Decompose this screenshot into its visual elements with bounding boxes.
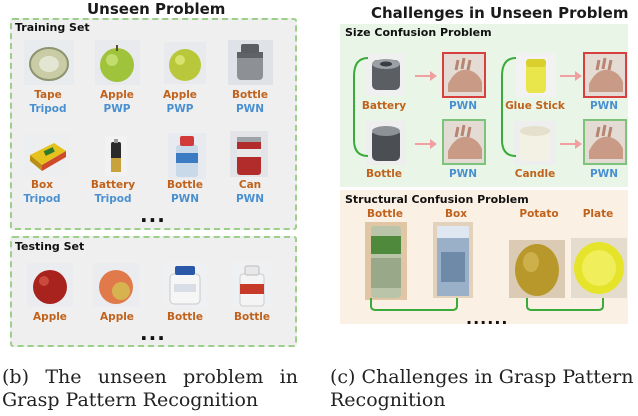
arrow-4 [558, 136, 584, 150]
test-object-label-4: Bottle [234, 311, 270, 323]
caption-left-line2: Grasp Pattern Recognition [2, 389, 259, 411]
metal-bottle-photo [228, 40, 273, 85]
train-object-label-1: Tape [34, 89, 62, 101]
structural-label-box: Box [445, 208, 467, 220]
train-grasp-label-2: PWP [103, 103, 131, 115]
hand-grasp-photo-3 [442, 119, 486, 165]
structural-box-photo [433, 222, 473, 298]
train-grasp-label-1: Tripod [29, 103, 67, 115]
testing-more-dots: ... [140, 321, 166, 345]
size-connector-right [501, 57, 517, 157]
peach-apple-photo [93, 263, 139, 307]
hand-grasp-photo-1 [442, 52, 486, 98]
size-grasp-label-3: PWN [448, 168, 478, 180]
hand-grasp-photo-4 [583, 119, 627, 165]
yellow-box-photo [24, 133, 70, 175]
caption-right-line2: Recognition [330, 389, 446, 411]
candle-photo [514, 121, 556, 165]
train-grasp-label-5: Tripod [23, 193, 61, 205]
plate-photo [571, 238, 627, 298]
structural-label-plate: Plate [582, 208, 614, 220]
test-object-label-3: Bottle [167, 311, 203, 323]
arrow-3 [413, 136, 439, 150]
red-apple-photo [27, 263, 73, 307]
training-more-dots: ... [140, 203, 166, 227]
test-object-label-1: Apple [33, 311, 67, 323]
train-object-label-6: Battery [90, 179, 136, 191]
green-apple-photo [95, 40, 140, 85]
size-object-label-1: Battery [361, 100, 407, 112]
battery-size-photo [366, 54, 406, 96]
arrow-1 [413, 68, 439, 82]
train-grasp-label-8: PWN [235, 193, 265, 205]
size-object-label-4: Candle [514, 168, 556, 180]
water-bottle-photo [168, 133, 206, 179]
test-object-label-2: Apple [100, 311, 134, 323]
size-confusion-title: Size Confusion Problem [345, 26, 492, 39]
size-grasp-label-1: PWN [448, 100, 478, 112]
arrow-2 [558, 68, 584, 82]
right-panel-title: Challenges in Unseen Problem [371, 4, 629, 22]
caption-right-line1: (c) Challenges in Grasp Pattern [330, 366, 634, 388]
train-object-label-2: Apple [100, 89, 134, 101]
train-grasp-label-6: Tripod [94, 193, 132, 205]
red-can-photo [230, 131, 268, 177]
train-object-label-3: Apple [163, 89, 197, 101]
train-object-label-5: Box [31, 179, 53, 191]
structural-more-dots: ...... [466, 309, 509, 328]
size-object-label-2: Glue Stick [505, 100, 565, 112]
caption-left-line1: (b) The unseen problem in [2, 366, 298, 388]
yellow-apple-photo [164, 42, 206, 84]
train-grasp-label-7: PWN [170, 193, 200, 205]
size-grasp-label-2: PWN [589, 100, 619, 112]
left-panel-title: Unseen Problem [87, 0, 226, 18]
training-set-title: Training Set [15, 21, 90, 34]
structural-confusion-title: Structural Confusion Problem [345, 193, 529, 206]
hand-grasp-photo-2 [583, 52, 627, 98]
battery-photo [105, 136, 127, 176]
structural-label-bottle: Bottle [367, 208, 403, 220]
size-connector-left [353, 57, 369, 157]
train-object-label-8: Can [238, 179, 262, 191]
train-object-label-7: Bottle [167, 179, 203, 191]
bottle-size-photo [366, 121, 406, 165]
structural-connector-left [370, 298, 458, 311]
label-bottle-photo [232, 262, 272, 308]
structural-connector-right [526, 298, 604, 311]
white-bottle-photo [163, 262, 207, 308]
size-grasp-label-4: PWN [589, 168, 619, 180]
glue-stick-photo [516, 53, 556, 97]
potato-photo [509, 240, 565, 298]
tape-roll-photo [24, 40, 74, 85]
train-grasp-label-4: PWN [235, 103, 265, 115]
structural-label-potato: Potato [519, 208, 559, 220]
train-grasp-label-3: PWP [166, 103, 194, 115]
train-object-label-4: Bottle [232, 89, 268, 101]
testing-set-title: Testing Set [15, 240, 85, 253]
size-object-label-3: Bottle [366, 168, 402, 180]
structural-bottle-photo [365, 222, 407, 300]
